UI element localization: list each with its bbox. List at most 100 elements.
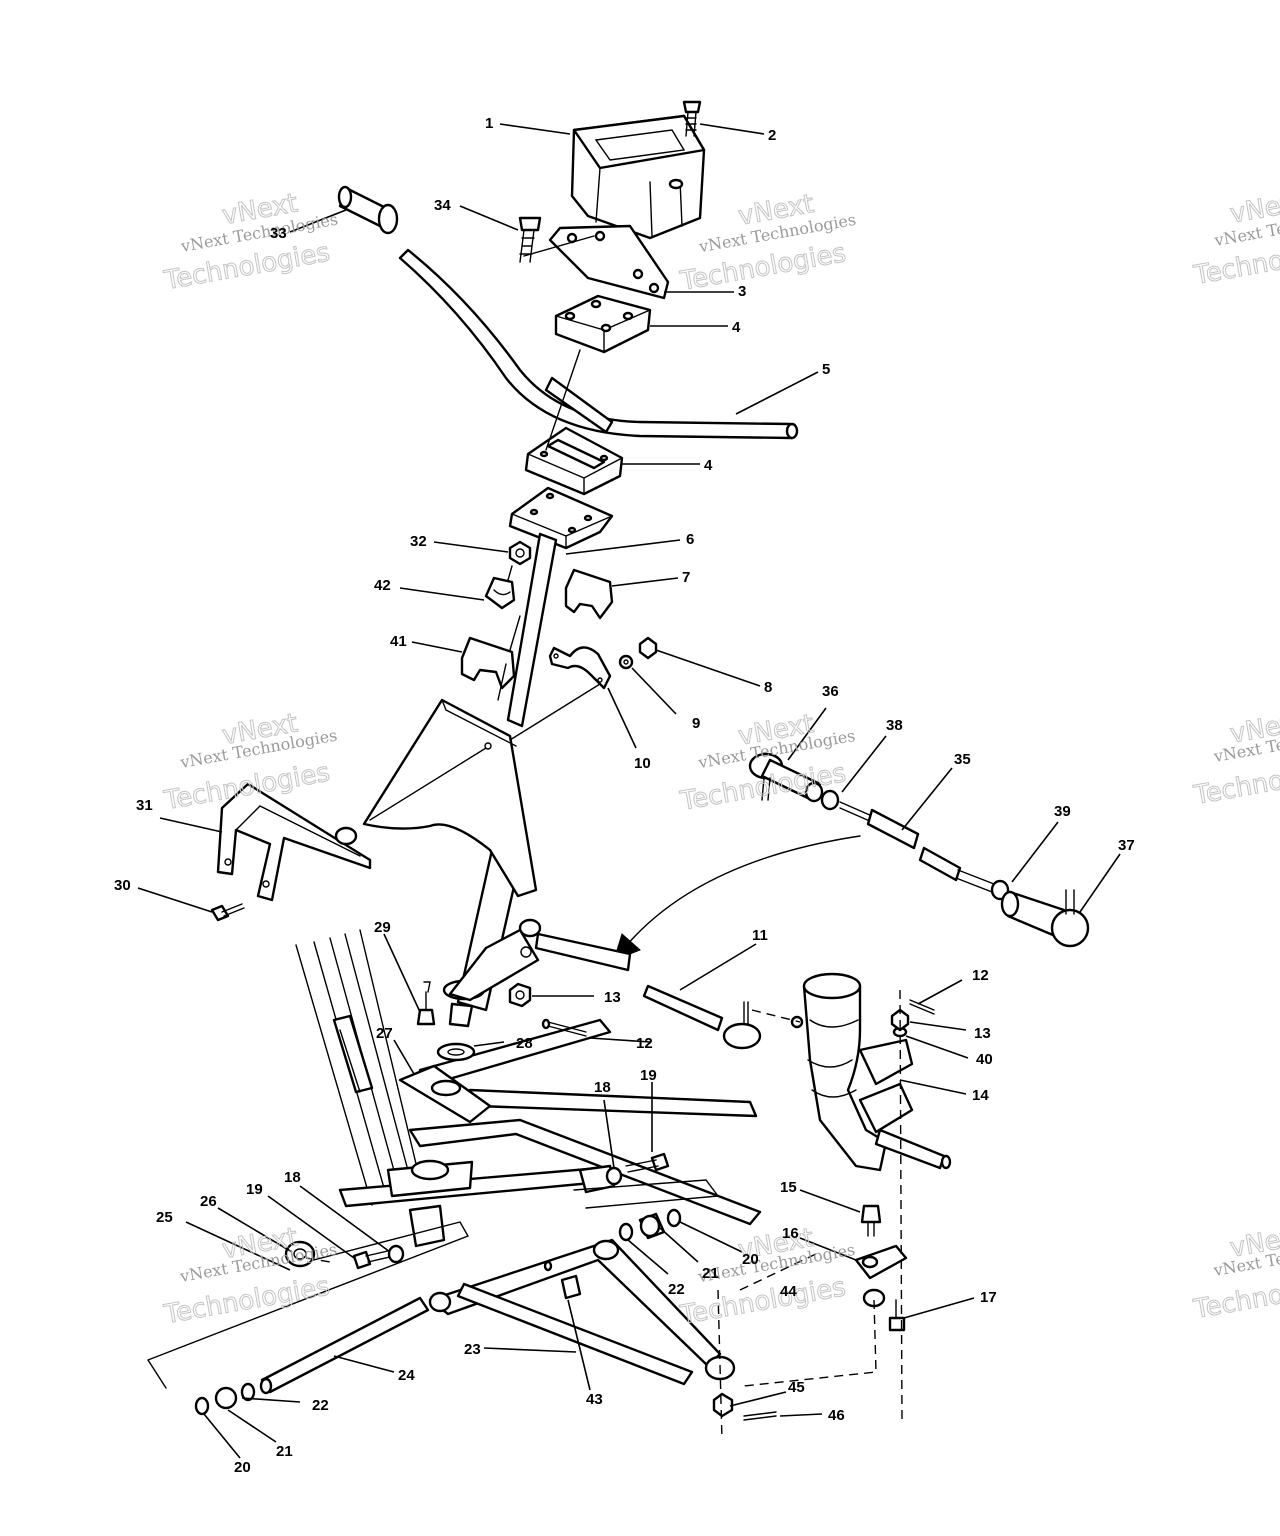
callout-3: 3: [738, 283, 746, 300]
callout-16: 16: [782, 1225, 799, 1242]
watermark-top-left: vNext vNext Technologies Technologies: [161, 188, 339, 297]
pitman-arm: [448, 928, 540, 1002]
callout-28: 28: [516, 1035, 533, 1052]
watermark-mid-left: vNext vNext Technologies Technologies: [161, 708, 339, 817]
spindle-14: [790, 972, 952, 1172]
callout-26: 26: [200, 1193, 217, 1210]
handlebar-pad: [570, 114, 706, 240]
callout-34: 34: [434, 197, 451, 214]
callout-40: 40: [976, 1051, 993, 1068]
washer-22-left: [240, 1382, 256, 1402]
clamp-10: [548, 646, 612, 690]
callout-25: 25: [156, 1209, 173, 1226]
watermark-bottom-left: vNext vNext Technologies Technologies: [161, 1222, 339, 1331]
callout-33: 33: [270, 225, 287, 242]
callout-10: 10: [634, 755, 651, 772]
bushing-block-7: [564, 568, 614, 620]
bolt-19-right: [625, 1152, 670, 1173]
cotter-pin-12-right: [909, 999, 935, 1015]
callout-9: 9: [692, 715, 700, 732]
callout-45: 45: [788, 1379, 805, 1396]
grease-fitting-29: [416, 981, 436, 1026]
bushing-21-right: [638, 1212, 666, 1240]
washer-26: [284, 1240, 316, 1268]
callout-24: 24: [398, 1367, 415, 1384]
bracket-31: [216, 782, 372, 902]
callout-8: 8: [764, 679, 772, 696]
frame-structure: [147, 929, 762, 1389]
callout-5: 5: [822, 361, 830, 378]
callout-1: 1: [485, 115, 493, 132]
callout-12-right: 12: [972, 967, 989, 984]
callout-12-left: 12: [636, 1035, 653, 1052]
assembly-lines: [305, 235, 903, 1441]
handlebar: [398, 248, 799, 440]
ring-20-right: [666, 1208, 682, 1228]
callout-21-left: 21: [276, 1443, 293, 1460]
bearing-plate-27: [398, 1064, 492, 1124]
callout-4-lower: 4: [704, 457, 713, 474]
tie-rod-assembly-11: [518, 918, 762, 1050]
tie-rod-35: [839, 801, 995, 893]
callout-46: 46: [828, 1407, 845, 1424]
callout-17: 17: [980, 1289, 997, 1306]
tie-rod-end-37: [1000, 889, 1090, 948]
washer-9: [618, 654, 634, 670]
callout-13-left: 13: [604, 989, 621, 1006]
callout-44: 44: [780, 1283, 797, 1300]
clamp-plate: [548, 224, 670, 300]
steering-support-bracket: [362, 698, 538, 898]
callout-6: 6: [686, 531, 694, 548]
callout-14: 14: [972, 1087, 989, 1104]
callout-22-left: 22: [312, 1397, 329, 1414]
watermark-top-right: vNext vNext Technologies Technologies: [1190, 186, 1280, 291]
washer-28: [436, 1042, 476, 1062]
tie-rod-end-36: [748, 752, 824, 803]
callout-20-left: 20: [234, 1459, 251, 1476]
callout-36: 36: [822, 683, 839, 700]
callout-37: 37: [1118, 837, 1135, 854]
callout-11: 11: [752, 927, 768, 944]
bushing-block-41: [460, 636, 516, 690]
a-arm-23: [428, 1238, 736, 1386]
leader-lines: [137, 123, 1121, 1459]
bolt-2: [682, 100, 702, 137]
callout-35: 35: [954, 751, 971, 768]
clamp-block-upper: [554, 294, 652, 354]
bushing-42: [484, 576, 516, 610]
callout-30: 30: [114, 877, 131, 894]
grease-fitting-43: [543, 1260, 582, 1300]
bolt-17: [888, 1299, 906, 1332]
bolt-30: [210, 903, 245, 922]
bolt-19-left: [352, 1249, 395, 1270]
watermark-bottom-right: vNext vNext Technologies Technologies: [1190, 1220, 1280, 1325]
callout-42: 42: [374, 577, 391, 594]
cotter-pin-12: [541, 1018, 587, 1037]
callout-7: 7: [682, 569, 690, 586]
ring-20-left: [194, 1396, 210, 1416]
callout-38: 38: [886, 717, 903, 734]
callout-13-right: 13: [974, 1025, 991, 1042]
callout-43: 43: [586, 1391, 603, 1408]
callout-4-upper: 4: [732, 319, 741, 336]
watermarks: vNext vNext Technologies Technologies vN…: [161, 186, 1280, 1331]
nut-45: [712, 1392, 734, 1418]
callout-41: 41: [390, 633, 407, 650]
callout-27: 27: [376, 1025, 393, 1042]
callout-21-right: 21: [702, 1265, 719, 1282]
watermark-mid-right: vNext vNext Technologies Technologies: [1190, 706, 1280, 811]
cotter-pin-46: [743, 1411, 777, 1421]
callout-31: 31: [136, 797, 153, 814]
nut-8: [638, 636, 658, 660]
nut-32: [508, 540, 532, 566]
assembly-arrow: [613, 835, 861, 961]
washer-18-left: [387, 1244, 405, 1264]
steering-arm-16: [854, 1244, 908, 1280]
bolt-15: [860, 1204, 882, 1237]
bolt-34: [518, 216, 542, 263]
handlebar-grip: [337, 185, 399, 235]
callout-22-right: 22: [668, 1281, 685, 1298]
nut-13: [508, 982, 532, 1008]
jam-nut-38: [820, 789, 840, 811]
